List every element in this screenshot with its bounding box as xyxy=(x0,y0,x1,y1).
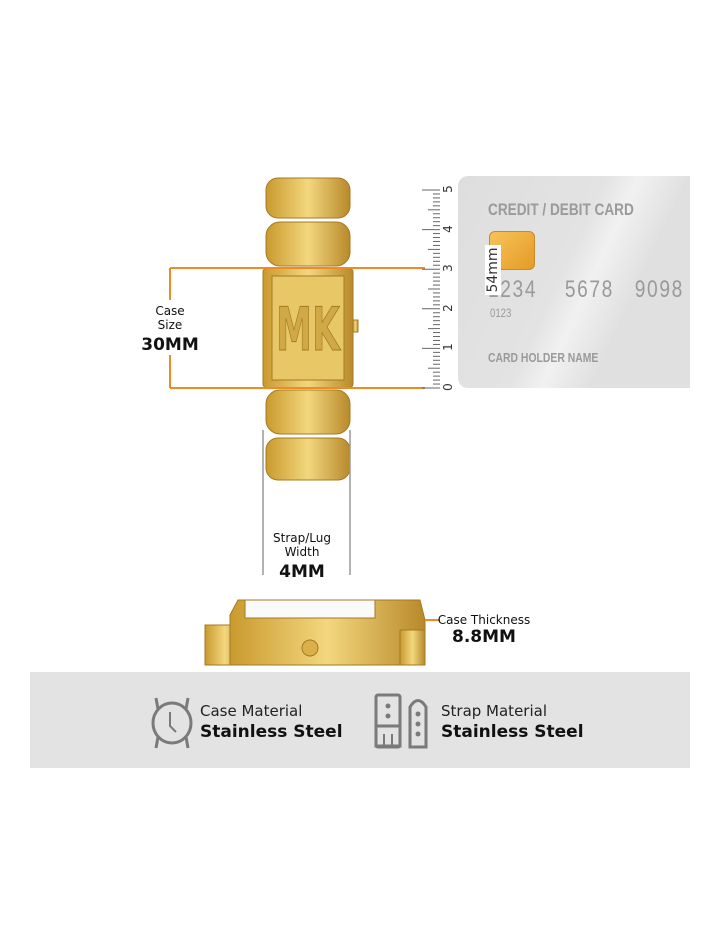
card-number: 1234 5678 9098 xyxy=(488,276,684,303)
card-height-label: 54mm xyxy=(485,245,501,295)
case-material-value: Stainless Steel xyxy=(200,722,343,742)
ruler-tick-label: 1 xyxy=(440,343,455,352)
ruler-tick-label: 2 xyxy=(440,303,455,312)
strap-icon xyxy=(374,693,428,749)
ruler-tick-label: 5 xyxy=(440,185,455,193)
credit-card: CREDIT / DEBIT CARD 1234 5678 9098 0123 … xyxy=(458,176,690,388)
strap-width-value: 4MM xyxy=(279,562,325,582)
card-title: CREDIT / DEBIT CARD xyxy=(488,200,634,219)
case-size-value: 30MM xyxy=(141,335,199,355)
case-thickness-value: 8.8MM xyxy=(452,627,516,647)
materials-band: Case Material Stainless Steel Strap Mate… xyxy=(30,672,690,768)
case-material-label: Case Material xyxy=(200,702,303,720)
ruler-tick-label: 4 xyxy=(440,224,455,233)
watch-icon xyxy=(151,697,193,749)
strap-material-value: Stainless Steel xyxy=(441,722,584,742)
case-thickness-label: Case Thickness xyxy=(437,613,531,627)
ruler-tick-label: 0 xyxy=(440,383,455,391)
ruler-tick-label: 3 xyxy=(440,264,455,273)
case-size-guides xyxy=(169,267,440,621)
ruler xyxy=(422,189,440,389)
svg-text:MK: MK xyxy=(276,294,341,364)
card-sub-number: 0123 xyxy=(490,306,512,320)
strap-material-label: Strap Material xyxy=(441,702,547,720)
card-holder: CARD HOLDER NAME xyxy=(488,350,599,365)
